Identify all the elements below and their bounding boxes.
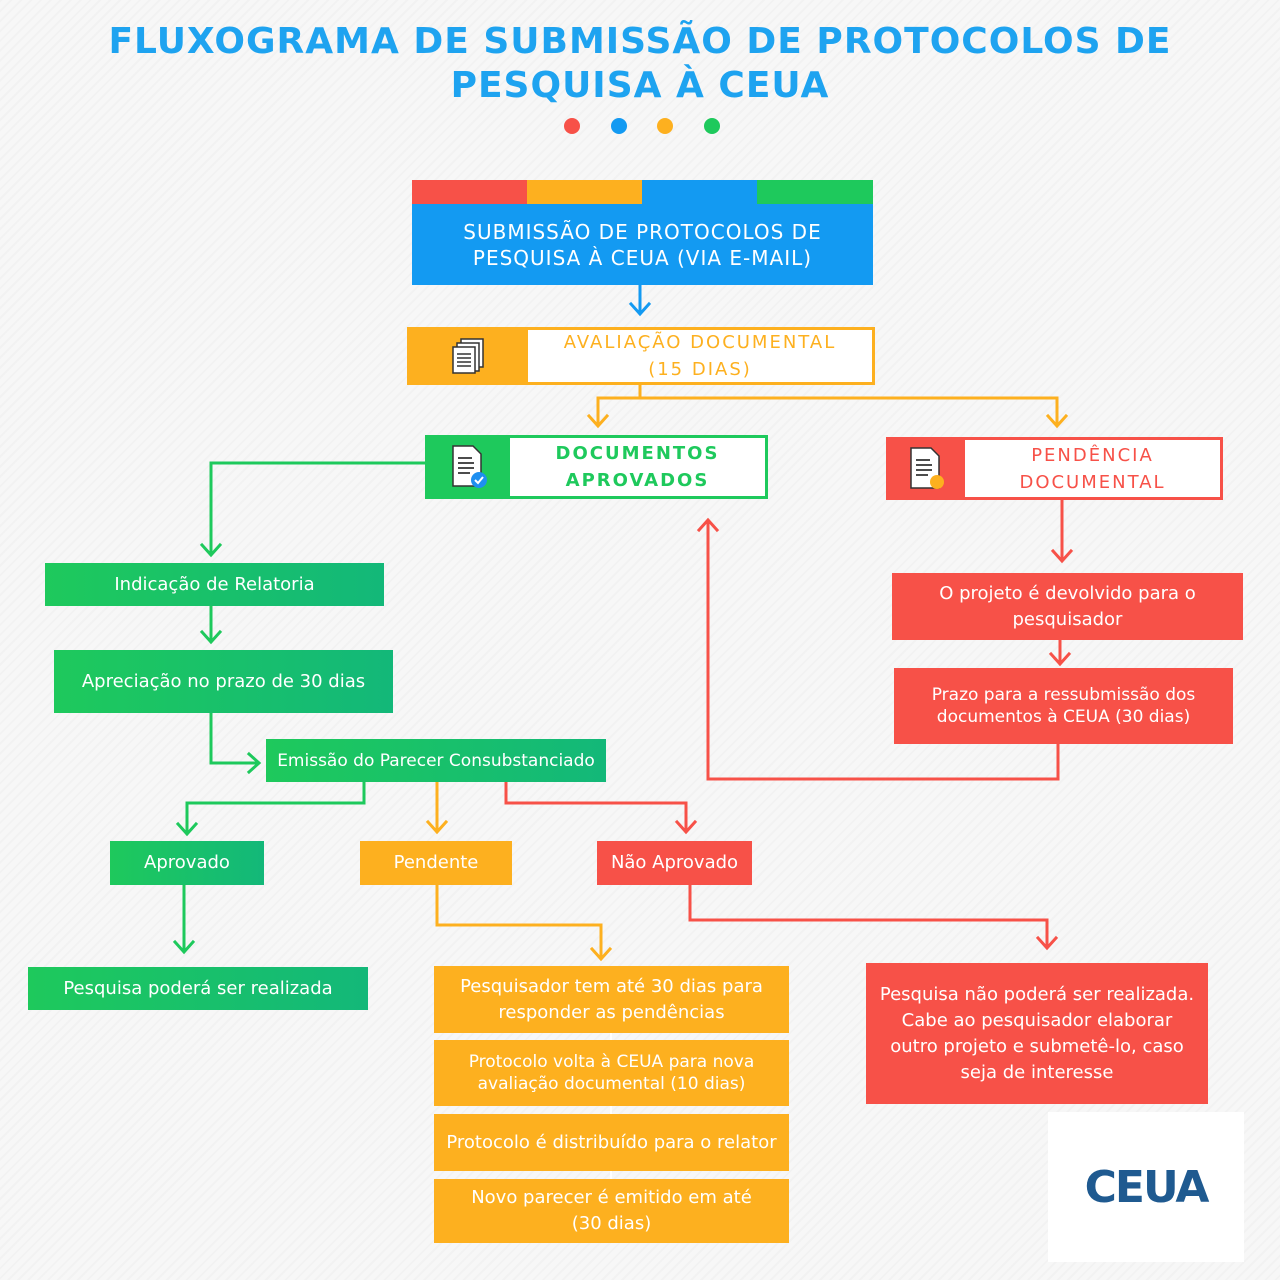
pending-step-4: Novo parecer é emitido em até (30 dias) bbox=[434, 1179, 789, 1243]
page-title-line-1: FLUXOGRAMA DE SUBMISSÃO DE PROTOCOLOS DE bbox=[108, 21, 1172, 62]
strip-blue bbox=[642, 180, 757, 204]
outcome-not-approved: Não Aprovado bbox=[597, 841, 752, 885]
strip-orange bbox=[527, 180, 642, 204]
orange-dot bbox=[657, 118, 673, 134]
document-warning-icon bbox=[889, 440, 965, 497]
approved-docs-box: DOCUMENTOS APROVADOS bbox=[425, 435, 768, 499]
outcome-approved: Aprovado bbox=[110, 841, 264, 885]
document-check-icon bbox=[428, 438, 510, 496]
green-dot bbox=[704, 118, 720, 134]
blue-dot bbox=[611, 118, 627, 134]
red-dot bbox=[564, 118, 580, 134]
opinion-box: Emissão do Parecer Consubstanciado bbox=[266, 739, 606, 782]
strip-red bbox=[412, 180, 527, 204]
resubmit-box: Prazo para a ressubmissão dos documentos… bbox=[894, 668, 1233, 744]
pending-docs-box: PENDÊNCIA DOCUMENTAL bbox=[886, 437, 1223, 500]
review-box: Apreciação no prazo de 30 dias bbox=[54, 650, 393, 713]
rapporteur-box: Indicação de Relatoria bbox=[45, 563, 384, 606]
strip-green bbox=[757, 180, 873, 204]
pending-docs-label: PENDÊNCIA DOCUMENTAL bbox=[1019, 444, 1166, 493]
not-approved-result-box: Pesquisa não poderá ser realizada. Cabe … bbox=[866, 963, 1208, 1104]
returned-box: O projeto é devolvido para o pesquisador bbox=[892, 573, 1243, 640]
outcome-pending: Pendente bbox=[360, 841, 512, 885]
approved-docs-label: DOCUMENTOS APROVADOS bbox=[555, 443, 720, 491]
pending-step-2: Protocolo volta à CEUA para nova avaliaç… bbox=[434, 1040, 789, 1106]
pending-step-3: Protocolo é distribuído para o relator bbox=[434, 1114, 789, 1171]
documents-icon bbox=[410, 330, 528, 382]
submission-box: SUBMISSÃO DE PROTOCOLOS DE PESQUISA À CE… bbox=[412, 204, 873, 285]
pending-step-1: Pesquisador tem até 30 dias para respond… bbox=[434, 966, 789, 1033]
page-title: FLUXOGRAMA DE SUBMISSÃO DE PROTOCOLOS DE… bbox=[0, 20, 1280, 108]
ceua-logo: CEUA bbox=[1048, 1112, 1244, 1262]
page-title-line-2: PESQUISA À CEUA bbox=[450, 65, 830, 106]
ceua-logo-text: CEUA bbox=[1084, 1161, 1210, 1213]
evaluation-label: AVALIAÇÃO DOCUMENTAL (15 DIAS) bbox=[563, 332, 837, 380]
approved-result-box: Pesquisa poderá ser realizada bbox=[28, 967, 368, 1010]
evaluation-box: AVALIAÇÃO DOCUMENTAL (15 DIAS) bbox=[407, 327, 875, 385]
